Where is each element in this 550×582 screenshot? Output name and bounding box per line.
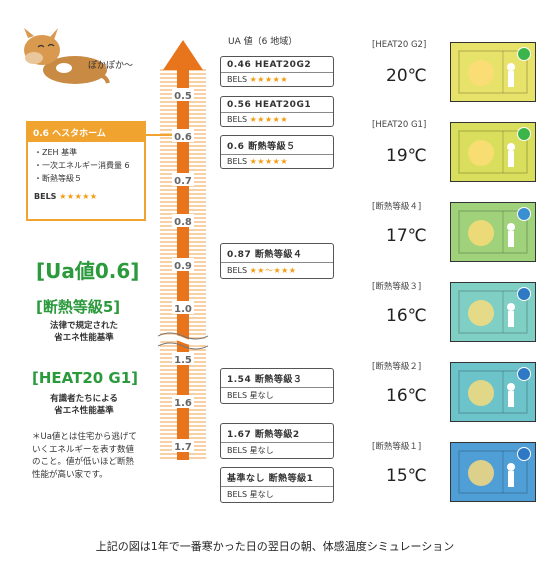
hesta-home-title: 0.6 ヘスタホーム <box>28 123 144 142</box>
bels-label: BELS <box>227 490 250 499</box>
ua-scale-ruler: 0.5 0.6 0.7 0.8 0.9 1.0 1.5 1.6 1.7 <box>158 40 208 460</box>
panel-temperature: 19℃ <box>386 146 427 166</box>
mascot-illustration <box>24 28 110 84</box>
hesta-home-item: ・ZEH 基準 <box>34 148 78 157</box>
panel-label: [HEAT20 G2] <box>372 40 427 50</box>
ua-footnote: ＊Ua値とは住宅から逃げていくエネルギーを表す数値のこと。値が低いほど断熱性能が… <box>32 432 137 480</box>
happy-face-icon <box>517 127 531 141</box>
panel-label: [断熱等級４] <box>372 202 422 212</box>
bels-value: ★★★★★ <box>249 157 288 166</box>
bels-value: 星なし <box>249 446 274 455</box>
bels-label: BELS <box>227 266 250 275</box>
heat20-note: 有識者たちによる省エネ性能基準 <box>50 394 118 416</box>
scale-tick-label: 1.5 <box>174 355 192 366</box>
room-heatmap <box>450 202 536 262</box>
panel-label: [断熱等級１] <box>372 442 422 452</box>
grade-title: 基準なし 断熱等級1 <box>227 474 314 484</box>
panel-temperature: 16℃ <box>386 306 427 326</box>
grade5-note: 法律で規定された省エネ性能基準 <box>49 321 118 343</box>
cold-face-icon <box>517 287 531 301</box>
room-heatmap <box>450 362 536 422</box>
grade-title: 0.46 HEAT20G2 <box>227 60 312 70</box>
panel-temperature: 16℃ <box>386 386 427 406</box>
cold-face-icon <box>517 367 531 381</box>
hesta-home-box: 0.6 ヘスタホーム ・ZEH 基準 ・一次エネルギー消費量 6 ・断熱等級５ … <box>26 121 146 221</box>
happy-face-icon <box>517 47 531 61</box>
figure-caption: 上記の図は1年で一番寒かった日の翌日の朝、体感温度シミュレーション <box>95 540 455 553</box>
panel-label: [断熱等級３] <box>372 282 422 292</box>
panel-temperature: 15℃ <box>386 466 427 486</box>
scale-tick-label: 0.5 <box>174 91 192 102</box>
bels-label: BELS <box>227 115 250 124</box>
cold-face-icon <box>517 447 531 461</box>
bels-value: 星なし <box>249 391 274 400</box>
hesta-home-bels-label: BELS <box>34 192 57 201</box>
bels-label: BELS <box>227 157 250 166</box>
grade-title: 0.56 HEAT20G1 <box>227 100 312 110</box>
room-heatmap <box>450 122 536 182</box>
grade-title: 0.87 断熱等級４ <box>227 250 303 260</box>
arrow-head-icon <box>163 40 203 70</box>
room-heatmap <box>450 442 536 502</box>
bels-label: BELS <box>227 391 250 400</box>
scale-tick-label: 1.6 <box>174 398 192 409</box>
grade-title: 1.54 断熱等級３ <box>227 375 303 385</box>
scale-tick-label: 0.7 <box>174 176 192 187</box>
highlight-connector <box>142 134 172 136</box>
hesta-home-item: ・断熱等級５ <box>34 174 82 183</box>
hesta-home-bels-stars: ★★★★★ <box>59 192 98 201</box>
panel-temperature: 20℃ <box>386 66 427 86</box>
ua-value-heading: [Ua値0.6] <box>36 259 140 283</box>
room-heatmap <box>450 282 536 342</box>
scale-tick-label: 0.9 <box>174 261 192 272</box>
bels-label: BELS <box>227 75 250 84</box>
panel-temperature: 17℃ <box>386 226 427 246</box>
scale-tick-label: 0.6 <box>174 132 192 143</box>
bels-value: ★★★★★ <box>249 115 288 124</box>
room-heatmap <box>450 42 536 102</box>
hesta-home-item: ・一次エネルギー消費量 6 <box>34 161 130 170</box>
neutral-face-icon <box>517 207 531 221</box>
grade5-heading: [断熱等級5] <box>36 298 121 316</box>
bels-label: BELS <box>227 446 250 455</box>
grade-title: 1.67 断熱等級2 <box>227 430 300 440</box>
mascot-speech: ぽかぽか〜 <box>88 61 134 71</box>
heat20-heading: [HEAT20 G1] <box>32 369 139 387</box>
bels-value: 星なし <box>249 490 274 499</box>
scale-tick-label: 1.0 <box>174 304 192 315</box>
ua-header: UA 値（6 地域） <box>228 37 298 47</box>
scale-tick-label: 0.8 <box>174 217 192 228</box>
panel-label: [断熱等級２] <box>372 362 422 372</box>
grade-title: 0.6 断熱等級５ <box>227 142 296 152</box>
scale-tick-label: 1.7 <box>174 442 192 453</box>
bels-value: ★★〜★★★ <box>249 266 297 275</box>
panel-label: [HEAT20 G1] <box>372 120 427 130</box>
bels-value: ★★★★★ <box>249 75 288 84</box>
